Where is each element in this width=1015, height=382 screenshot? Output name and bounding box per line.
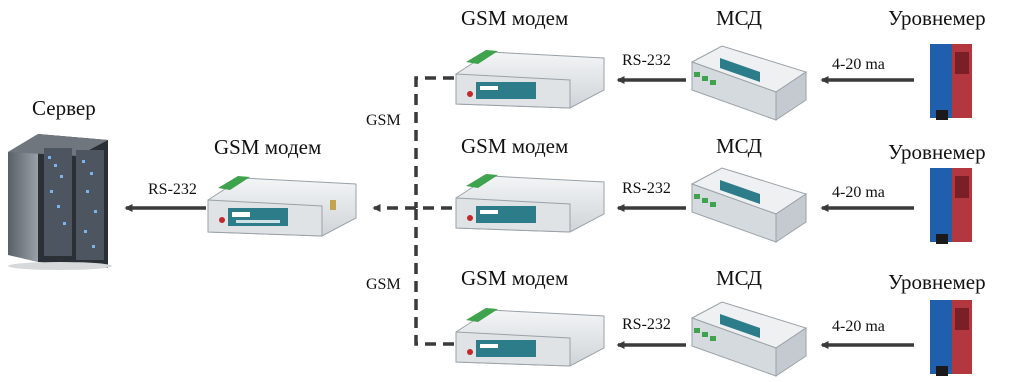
branch-1-sensor-label: Уровнемер [888,6,986,30]
server-label: Сервер [32,96,96,120]
branch-2-signal-label: 4-20 ma [832,184,885,201]
branch-3-rs232-label: RS-232 [622,316,671,333]
branch-modem-3-icon [455,308,605,367]
central-modem-label: GSM модем [214,135,322,159]
gsm-link-bottom [414,208,454,346]
branch-modem-2-icon [455,174,605,233]
branch-3-modem-label: GSM модем [461,266,569,290]
branch-3-sensor-label: Уровнемер [888,270,986,294]
gsm-label-bottom: GSM [366,276,401,293]
gsm-link-top [414,76,454,208]
branch-1-signal-label: 4-20 ma [832,56,885,73]
level-sensor-icons [930,44,972,376]
gsm-label-top: GSM [366,112,401,129]
branch-2-modem-label: GSM модем [461,134,569,158]
server-icon [8,134,112,270]
solid-arrows [124,76,914,349]
branch-2-msd-label: МСД [716,134,762,158]
central-rs232-label: RS-232 [148,181,197,198]
branch-2-sensor-label: Уровнемер [888,140,986,164]
central-modem-icon [207,176,357,237]
gsm-links [372,76,454,346]
msd-device-1-icon [690,45,808,121]
branch-1-rs232-label: RS-232 [622,52,671,69]
branch-modem-1-icon [455,50,605,109]
msd-device-2-icon [690,167,808,243]
branch-1-msd-label: МСД [716,6,762,30]
branch-1-modem-label: GSM модем [461,6,569,30]
branch-3-signal-label: 4-20 ma [832,318,885,335]
branch-2-rs232-label: RS-232 [622,180,671,197]
level-sensor-2-icon [930,168,972,244]
level-sensor-3-icon [930,300,972,376]
branch-3-msd-label: МСД [716,266,762,290]
level-sensor-1-icon [930,44,972,120]
msd-device-3-icon [690,301,808,377]
branch-modem-icons [455,50,605,367]
msd-device-icons [690,45,808,377]
